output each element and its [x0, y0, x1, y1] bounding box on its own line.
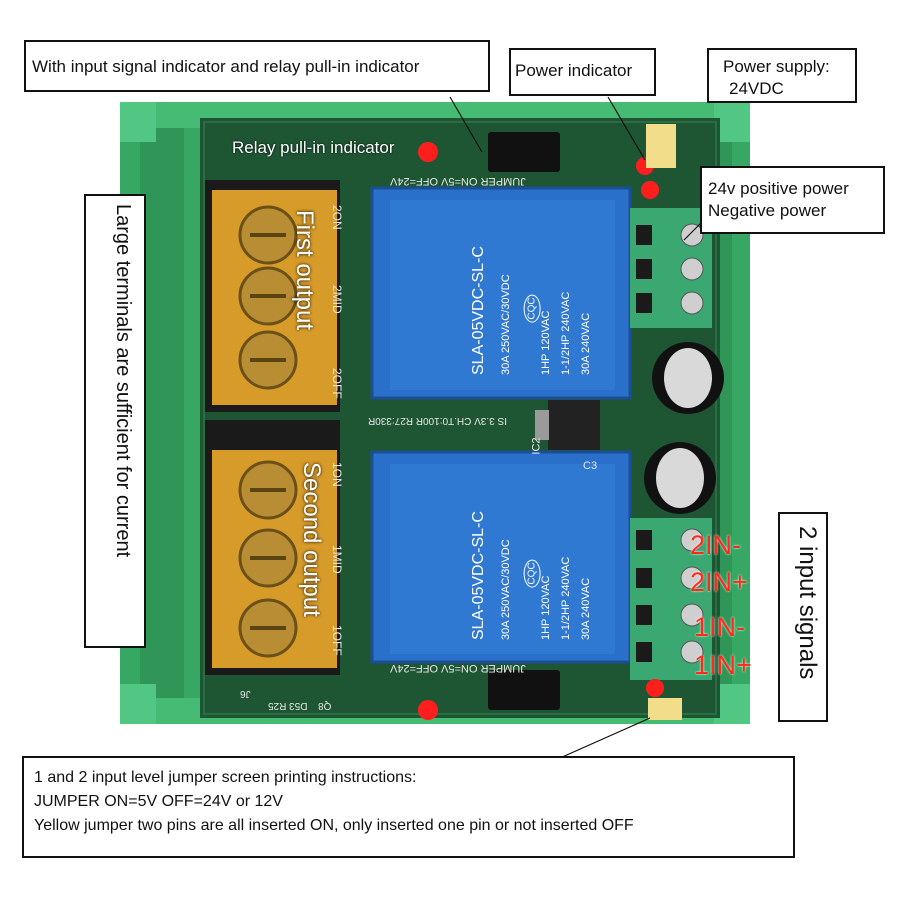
silk-c3: C3 — [583, 460, 598, 472]
relay-1-brand-logo: CQC — [523, 294, 541, 323]
relay-2-rating3: 1-1/2HP 240VAC — [560, 556, 572, 640]
power-polarity-callout: 24v positive power Negative power — [700, 166, 885, 234]
first-output-label: First output — [291, 210, 318, 331]
regulator-ic — [548, 400, 600, 450]
relay-2-rating1: 30A 250VAC/30VDC — [500, 539, 512, 640]
relay-pull-in-label: Relay pull-in indicator — [232, 138, 395, 157]
relay-2-rating4: 30A 240VAC — [580, 577, 592, 640]
in-label-1in-plus: 1IN+ — [694, 650, 752, 680]
relay-1-rating4: 30A 240VAC — [580, 312, 592, 375]
power-supply-line2: 24VDC — [729, 79, 784, 98]
in-label-2in-plus: 2IN+ — [690, 567, 748, 597]
second-output-label: Second output — [298, 462, 325, 617]
input-signals-callout: 2 input signals — [778, 512, 828, 722]
power-indicator-callout: Power indicator — [509, 48, 656, 96]
relay-1-rating1: 30A 250VAC/30VDC — [500, 274, 512, 375]
relay-1 — [370, 186, 632, 400]
silk-1off: 1OFF — [330, 625, 344, 656]
signal-led-1 — [641, 181, 659, 199]
relay-1-rating2: 1HP 120VAC — [540, 310, 552, 375]
relay-1-model: SLA-05VDC-SL-C — [470, 246, 487, 375]
relay-2-brand-logo: CQC — [523, 559, 541, 588]
input-jumper — [648, 698, 682, 720]
silk-1mid: 1MID — [330, 545, 344, 574]
input-signals-text: 2 input signals — [794, 526, 821, 680]
jumper-instructions-line2: JUMPER ON=5V OFF=24V or 12V — [34, 793, 283, 810]
silk-j6: J6 — [240, 688, 251, 699]
signal-indicator-text: With input signal indicator and relay pu… — [32, 57, 420, 76]
relay-led-1 — [418, 142, 438, 162]
power-jumper — [646, 124, 676, 168]
silk-jumper-bottom: JUMPER ON=5V OFF=24V — [390, 662, 526, 674]
power-supply-line1: Power supply: — [723, 57, 830, 76]
relay-2-model: SLA-05VDC-SL-C — [470, 511, 487, 640]
in-label-1in-minus: 1IN- — [694, 612, 746, 642]
silk-1on: 1ON — [330, 462, 344, 487]
power-supply-callout: Power supply: 24VDC — [707, 48, 857, 103]
power-terminal — [630, 208, 712, 328]
negative-power-text: Negative power — [708, 201, 827, 220]
silk-2off: 2OFF — [330, 368, 344, 399]
large-terminals-callout: Large terminals are sufficient for curre… — [84, 194, 146, 648]
positive-power-text: 24v positive power — [708, 179, 849, 198]
optocoupler-top — [488, 132, 560, 172]
relay-2 — [370, 450, 632, 664]
signal-led-2 — [646, 679, 664, 697]
large-terminals-text: Large terminals are sufficient for curre… — [112, 204, 134, 558]
silk-2on: 2ON — [330, 205, 344, 230]
silk-q8: Q8 — [318, 700, 332, 711]
silk-d53: D53 R25 — [268, 700, 308, 711]
silk-2mid: 2MID — [330, 285, 344, 314]
relay-2-rating2: 1HP 120VAC — [540, 575, 552, 640]
silk-jumper-top: JUMPER ON=5V OFF=24V — [390, 175, 526, 187]
jumper-instructions-line1: 1 and 2 input level jumper screen printi… — [34, 769, 417, 786]
jumper-instructions-callout: 1 and 2 input level jumper screen printi… — [22, 756, 795, 858]
jumper-instructions-line3: Yellow jumper two pins are all inserted … — [34, 817, 634, 834]
in-label-2in-minus: 2IN- — [690, 530, 742, 560]
signal-indicator-callout: With input signal indicator and relay pu… — [24, 40, 490, 92]
silk-ic2: IC2 — [530, 437, 543, 455]
input-terminal — [630, 518, 712, 680]
relay-led-2 — [418, 700, 438, 720]
output-terminal-2 — [205, 420, 340, 675]
power-indicator-text: Power indicator — [515, 61, 633, 80]
output-terminal-1 — [205, 180, 340, 412]
silk-mid-text: IS 3.3V CH.T0:100R R27:330R — [368, 415, 507, 426]
optocoupler-bottom — [488, 670, 560, 710]
relay-1-rating3: 1-1/2HP 240VAC — [560, 291, 572, 375]
